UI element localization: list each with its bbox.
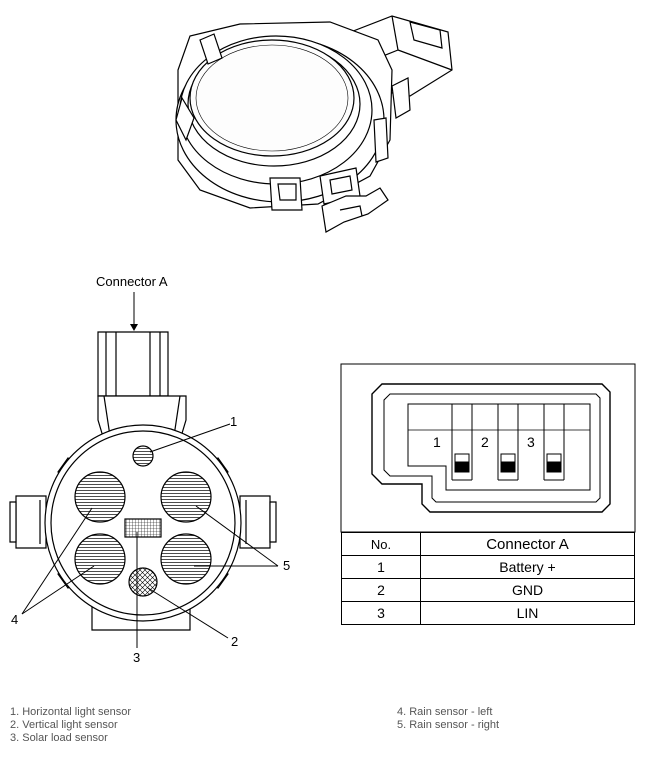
sensor-front-drawing bbox=[9, 331, 277, 631]
legend-item: 4. Rain sensor - left bbox=[397, 706, 493, 718]
callout-2: 2 bbox=[231, 634, 239, 649]
pin-table-header: No. Connector A bbox=[341, 532, 635, 556]
row-no: 3 bbox=[341, 601, 421, 625]
pin-label-1: 1 bbox=[433, 434, 441, 450]
pin-table: No. Connector A 1 Battery + 2 GND 3 LIN bbox=[341, 532, 635, 625]
table-row: 1 Battery + bbox=[341, 555, 635, 579]
pin-label-3: 3 bbox=[527, 434, 535, 450]
row-no: 2 bbox=[341, 578, 421, 602]
legend-item: 3. Solar load sensor bbox=[10, 732, 108, 744]
sensor-perspective-drawing bbox=[175, 15, 453, 233]
table-row: 3 LIN bbox=[341, 601, 635, 625]
callout-3: 3 bbox=[133, 650, 141, 665]
row-name: GND bbox=[420, 578, 635, 602]
table-row: 2 GND bbox=[341, 578, 635, 602]
legend-item: 2. Vertical light sensor bbox=[10, 719, 118, 731]
connector-a-label: Connector A bbox=[96, 274, 168, 289]
row-no: 1 bbox=[341, 555, 421, 579]
callout-5: 5 bbox=[283, 558, 291, 573]
legend-item: 1. Horizontal light sensor bbox=[10, 706, 132, 718]
header-connector-a: Connector A bbox=[420, 532, 635, 556]
header-no: No. bbox=[341, 532, 421, 556]
legend-right: 4. Rain sensor - left 5. Rain sensor - r… bbox=[397, 706, 499, 732]
callout-4: 4 bbox=[11, 612, 19, 627]
row-name: Battery + bbox=[420, 555, 635, 579]
legend-item: 5. Rain sensor - right bbox=[397, 719, 500, 731]
leader-lines bbox=[21, 292, 279, 648]
callout-1: 1 bbox=[230, 414, 238, 429]
pin-label-2: 2 bbox=[481, 434, 489, 450]
legend-left: 1. Horizontal light sensor 2. Vertical l… bbox=[10, 706, 131, 745]
row-name: LIN bbox=[420, 601, 635, 625]
